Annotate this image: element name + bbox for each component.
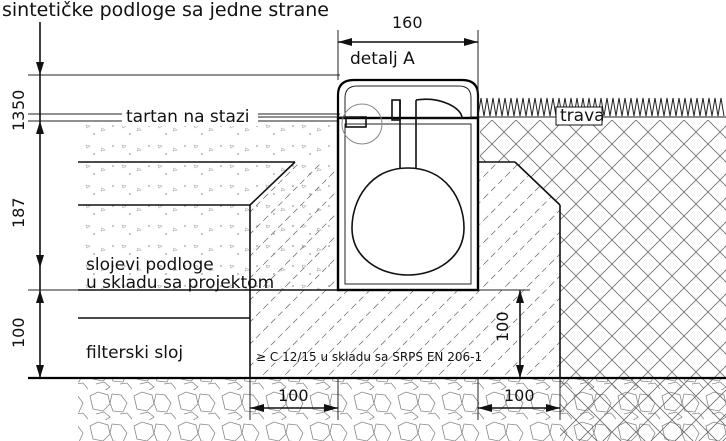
grate-cover [336, 78, 480, 118]
label-detail-a: detalj A [350, 49, 415, 69]
label-concrete-spec: ≥ C 12/15 u skladu sa SRPS EN 206-1 [256, 350, 482, 364]
diagram-title: sintetičke podloge sa jedne strane [2, 0, 329, 21]
dim-bottom-100-left: 100 [278, 386, 309, 405]
dim-100-right: 100 [493, 311, 512, 342]
dim-100-left: 100 [9, 317, 28, 348]
dim-187: 187 [9, 197, 28, 228]
channel-body [336, 116, 480, 292]
dim-13: 13 [9, 111, 28, 131]
label-track-surface: tartan na stazi [126, 107, 250, 127]
dim-top-160: 160 [392, 13, 423, 32]
concrete-bed [250, 162, 560, 378]
label-base-layers-2: u skladu sa projektom [86, 273, 274, 293]
detail-a-marker [341, 103, 383, 145]
grass-line [477, 97, 725, 117]
label-base-layers-1: slojevi podloge [86, 255, 214, 275]
channel-cavity [351, 167, 465, 276]
label-filter-layer: filterski sloj [86, 343, 183, 363]
soil-right [480, 120, 726, 441]
dim-50: 50 [9, 90, 28, 110]
dim-bottom-100-right: 100 [504, 386, 535, 405]
label-grass: trava [560, 106, 605, 126]
